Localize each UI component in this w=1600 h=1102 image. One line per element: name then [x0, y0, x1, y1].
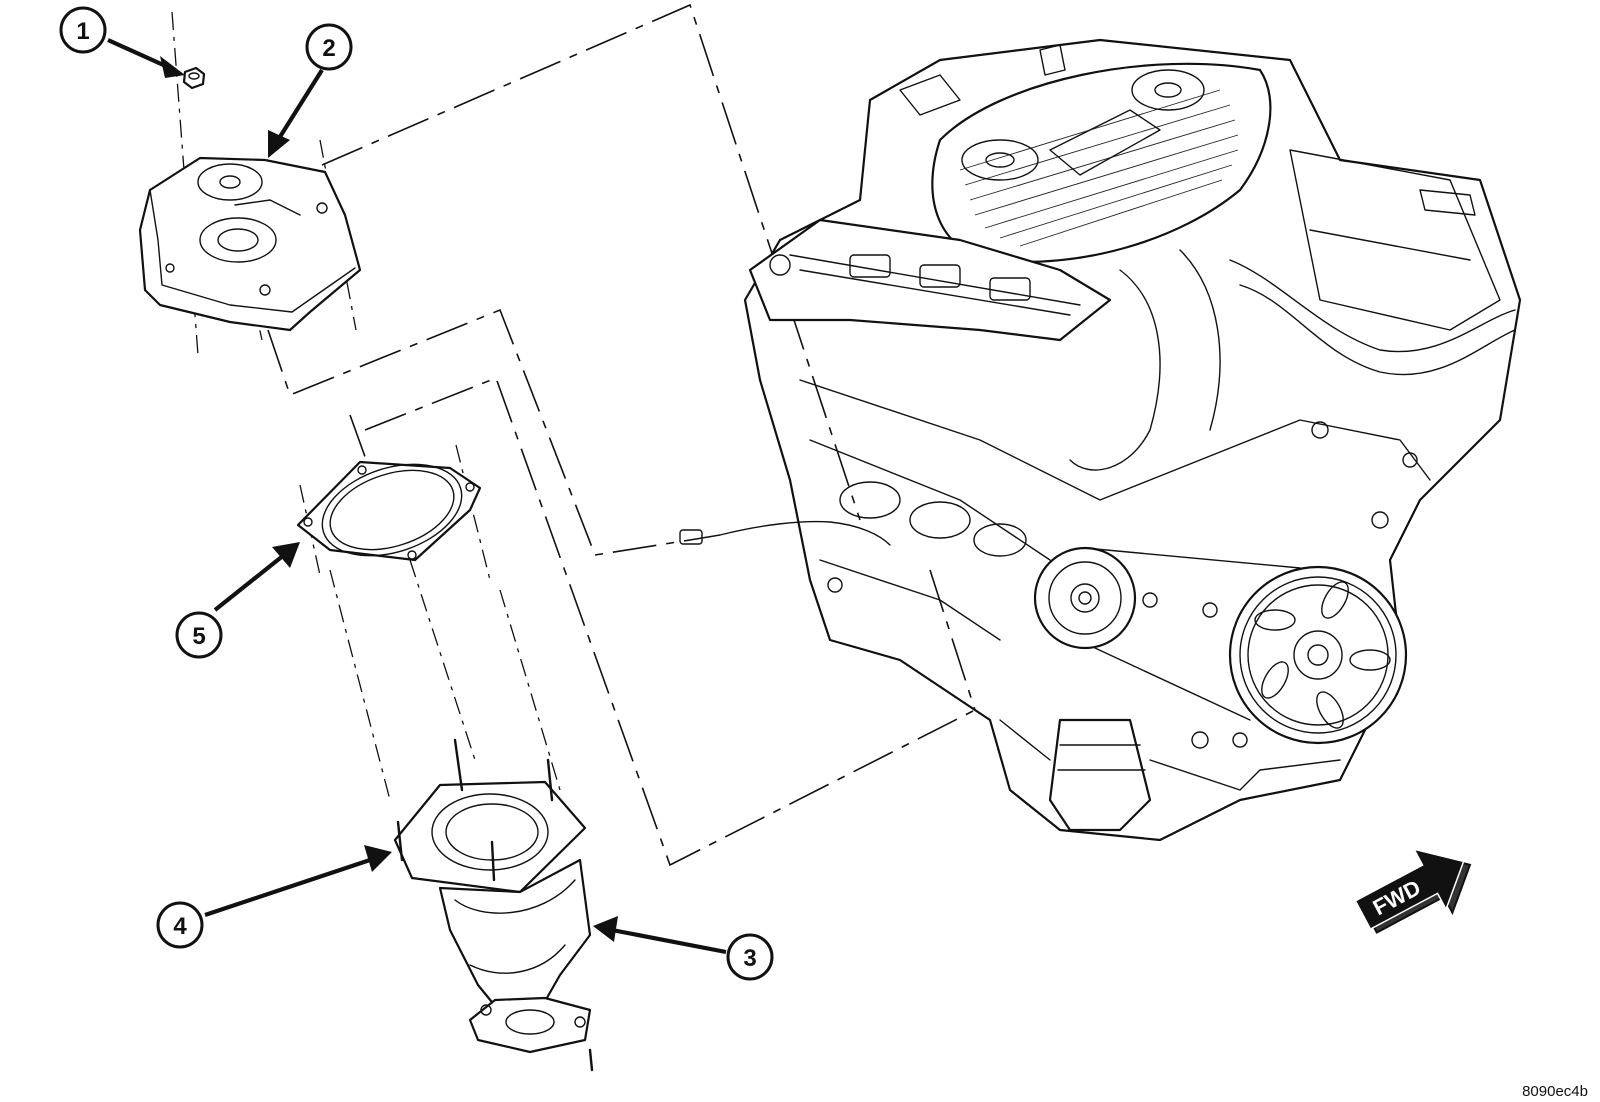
callout-5: 5	[175, 611, 223, 659]
heat-shield-part	[138, 156, 362, 332]
callout-1-label: 1	[76, 18, 89, 45]
alignment-lines	[171, 3, 976, 867]
callout-leaders	[107, 38, 727, 955]
catalytic-converter-part	[393, 738, 594, 1072]
callout-4: 4	[156, 901, 204, 949]
gasket-part	[296, 460, 482, 562]
callout-3: 3	[726, 933, 774, 981]
callout-2: 2	[305, 23, 353, 71]
figure-code: 8090ec4b	[1522, 1083, 1588, 1100]
callout-1: 1	[59, 6, 107, 54]
nut-part	[182, 66, 206, 90]
callout-3-label: 3	[743, 945, 756, 972]
callout-5-label: 5	[192, 623, 205, 650]
engine-assembly	[679, 38, 1522, 842]
callout-4-label: 4	[173, 913, 187, 940]
fwd-arrow: FWD	[1354, 848, 1472, 934]
callout-2-label: 2	[322, 35, 335, 62]
